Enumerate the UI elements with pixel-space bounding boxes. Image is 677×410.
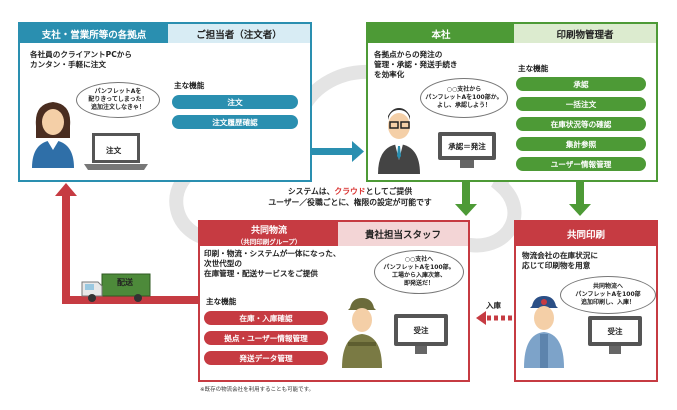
printing-title: 共同印刷	[516, 222, 656, 246]
hq-desc-2: 管理・承認・発送手続き	[374, 60, 458, 69]
logistics-title: 共同物流	[250, 225, 287, 236]
logistics-feature-shipping: 発送データ管理	[204, 351, 328, 365]
logistics-monitor: 受注	[394, 314, 448, 346]
hq-feature-bulk-order: 一括注文	[516, 97, 646, 111]
logistics-feature-user: 拠点・ユーザー情報管理	[204, 331, 328, 345]
branch-bubble-3: 追加注文しなきゃ！	[90, 104, 145, 111]
logistics-monitor-stand	[415, 346, 427, 354]
branch-desc-2: カンタン・手軽に注文	[30, 60, 106, 69]
cloud-line1-post: としてご提供	[365, 187, 413, 196]
logistics-bubble-4: 即発送だ！	[403, 280, 434, 287]
hq-feature-approve: 承認	[516, 77, 646, 91]
hq-feature-user-mgmt: ユーザー情報管理	[516, 157, 646, 171]
logistics-features-title: 主な機能	[206, 297, 237, 306]
logistics-feature-stock: 在庫・入庫確認	[204, 311, 328, 325]
logistics-worker-icon	[342, 298, 382, 368]
logistics-bubble-2: パンフレットAを100部。	[383, 264, 455, 271]
truck-icon	[81, 273, 151, 302]
branch-screen-label: 注文	[106, 146, 122, 155]
branch-desc-1: 各社員のクライアントPCから	[30, 50, 132, 59]
hq-features-title: 主な機能	[518, 64, 549, 73]
hq-bubble-3: よし、承認しよう！	[436, 102, 491, 109]
printing-screen-label: 受注	[607, 326, 623, 336]
laptop-icon	[84, 133, 148, 170]
logistics-desc-1: 印刷・物流・システムが一体になった、	[204, 249, 341, 258]
branch-staff-icon	[32, 102, 74, 168]
hq-manager-icon	[378, 108, 420, 174]
branch-bubble-1: パンフレットAを	[94, 88, 142, 95]
logistics-subtitle: 貴社担当スタッフ	[338, 222, 468, 246]
logistics-title-sub: （共同印刷グループ）	[236, 237, 302, 246]
logistics-title-box: 共同物流 （共同印刷グループ）	[200, 222, 338, 246]
hq-feature-stock-check: 在庫状況等の確認	[516, 117, 646, 131]
cloud-keyword: クラウド	[334, 187, 366, 196]
branch-subtitle: ご担当者（注文者）	[168, 24, 310, 43]
printing-bubble-2: パンフレットAを100部	[575, 291, 641, 298]
printing-desc-1: 物流会社の在庫状況に	[522, 251, 598, 260]
logistics-speech-bubble: ○○支社へパンフレットAを100部。工場から入庫次第、即発送だ！	[374, 250, 464, 294]
printing-bubble-1: 共同物流へ	[592, 283, 623, 290]
hq-monitor: 承認＝発注	[438, 132, 496, 160]
printing-bubble-3: 追加印刷し、入庫！	[580, 299, 635, 306]
printing-monitor: 受注	[588, 316, 642, 346]
logistics-note: ※既存の物流会社を利用することも可能です。	[200, 387, 315, 393]
printing-speech-bubble: 共同物流へパンフレットAを100部追加印刷し、入庫！	[560, 276, 656, 314]
cloud-line1-pre: システムは、	[287, 187, 335, 196]
receiving-label: 入庫	[486, 301, 501, 310]
logistics-bubble-3: 工場から入庫次第、	[391, 272, 446, 279]
hq-monitor-stand	[460, 160, 474, 168]
printing-worker-icon	[524, 296, 564, 368]
hq-bubble-2: パンフレットAを100部か。	[425, 94, 503, 101]
logistics-bubble-1: ○○支社へ	[404, 256, 434, 263]
hq-desc-3: を効率化	[374, 70, 405, 79]
logistics-desc-3: 在庫管理・配送サービスをご提供	[204, 269, 318, 278]
cloud-line2: ユーザー／役職ごとに、権限の設定が可能です	[268, 198, 432, 207]
hq-speech-bubble: ○○支社からパンフレットAを100部か。よし、承認しよう！	[420, 78, 508, 118]
branch-bubble-2: 配りきってしまった！	[88, 96, 148, 103]
logistics-screen-label: 受注	[413, 325, 429, 335]
branch-feature-order: 注文	[172, 95, 298, 109]
logistics-desc-2: 次世代型の	[204, 259, 242, 268]
hq-bubble-1: ○○支社から	[446, 86, 482, 93]
hq-desc-1: 各拠点からの発注の	[374, 50, 443, 59]
branch-features-title: 主な機能	[174, 81, 205, 90]
hq-title: 本社	[368, 24, 514, 43]
cloud-caption: システムは、クラウドとしてご提供 ユーザー／役職ごとに、権限の設定が可能です	[240, 186, 460, 208]
hq-feature-aggregate: 集計参照	[516, 137, 646, 151]
branch-title: 支社・営業所等の各拠点	[20, 24, 168, 43]
branch-speech-bubble: パンフレットAを配りきってしまった！追加注文しなきゃ！	[76, 82, 160, 118]
branch-feature-order-history: 注文履歴確認	[172, 115, 298, 129]
hq-subtitle: 印刷物管理者	[514, 24, 656, 43]
printing-monitor-stand	[609, 346, 621, 354]
delivery-label: 配送	[117, 278, 133, 287]
hq-screen-label: 承認＝発注	[448, 141, 486, 151]
printing-desc-2: 応じて印刷物を用意	[522, 261, 591, 270]
